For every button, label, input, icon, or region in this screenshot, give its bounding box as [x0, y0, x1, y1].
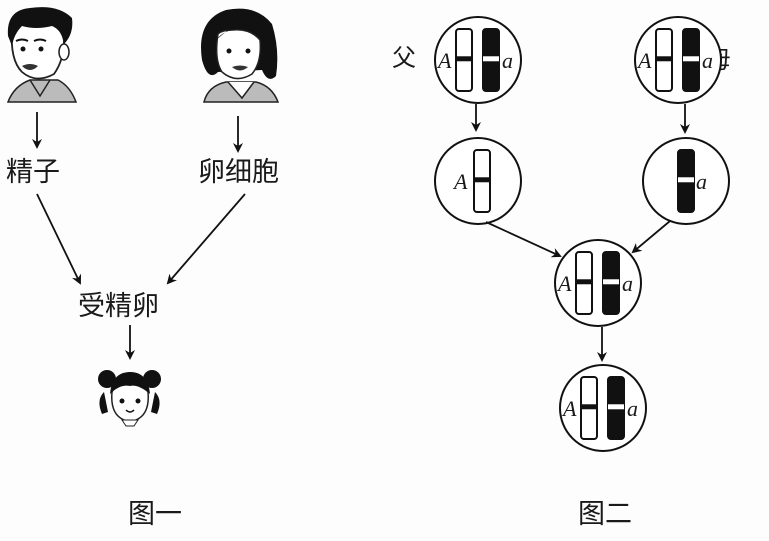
zygote-cell-allele-A: A [556, 271, 572, 296]
mother-cell-allele-A: A [636, 48, 652, 73]
zygote-cell-chromosome-a-band [603, 279, 619, 285]
egg-label: 卵细胞 [198, 157, 279, 188]
father-cell-chromosome-A-band [456, 56, 472, 62]
mother-illustration [201, 8, 280, 103]
offspring-cell-allele-a: a [627, 396, 638, 421]
zygote-label: 受精卵 [78, 291, 159, 322]
offspring-cell-allele-A: A [561, 396, 577, 421]
figure1-caption: 图一 [128, 499, 182, 530]
arrow-sperm-to-zygote [36, 193, 82, 285]
father-cell-allele-a: a [502, 48, 513, 73]
father-label: 父 [392, 44, 416, 72]
father-cell-chromosome-a-band [483, 56, 499, 62]
father-cell-allele-A: A [436, 48, 452, 73]
arrow-sperm-to-zygote [485, 221, 562, 258]
egg-cell-chromosome-a-band [678, 177, 694, 183]
mother-cell-allele-a: a [702, 48, 713, 73]
mother-cell-chromosome-a-band [683, 56, 699, 62]
daughter-illustration [98, 370, 161, 427]
zygote-cell-allele-a: a [622, 271, 633, 296]
sperm-label: 精子 [6, 157, 60, 188]
offspring-cell-chromosome-A-band [581, 404, 597, 410]
sperm-cell-allele-A: A [452, 169, 468, 194]
arrow-egg-to-zygote [631, 220, 671, 254]
mother-cell-chromosome-A-band [656, 56, 672, 62]
egg-cell-allele-a: a [696, 169, 707, 194]
father-illustration [6, 7, 78, 103]
arrow-egg-to-zygote [166, 193, 246, 285]
sperm-cell-chromosome-A-band [474, 177, 490, 183]
zygote-cell-chromosome-A-band [576, 279, 592, 285]
offspring-cell-chromosome-a-band [608, 404, 624, 410]
figure2-caption: 图二 [578, 499, 632, 530]
